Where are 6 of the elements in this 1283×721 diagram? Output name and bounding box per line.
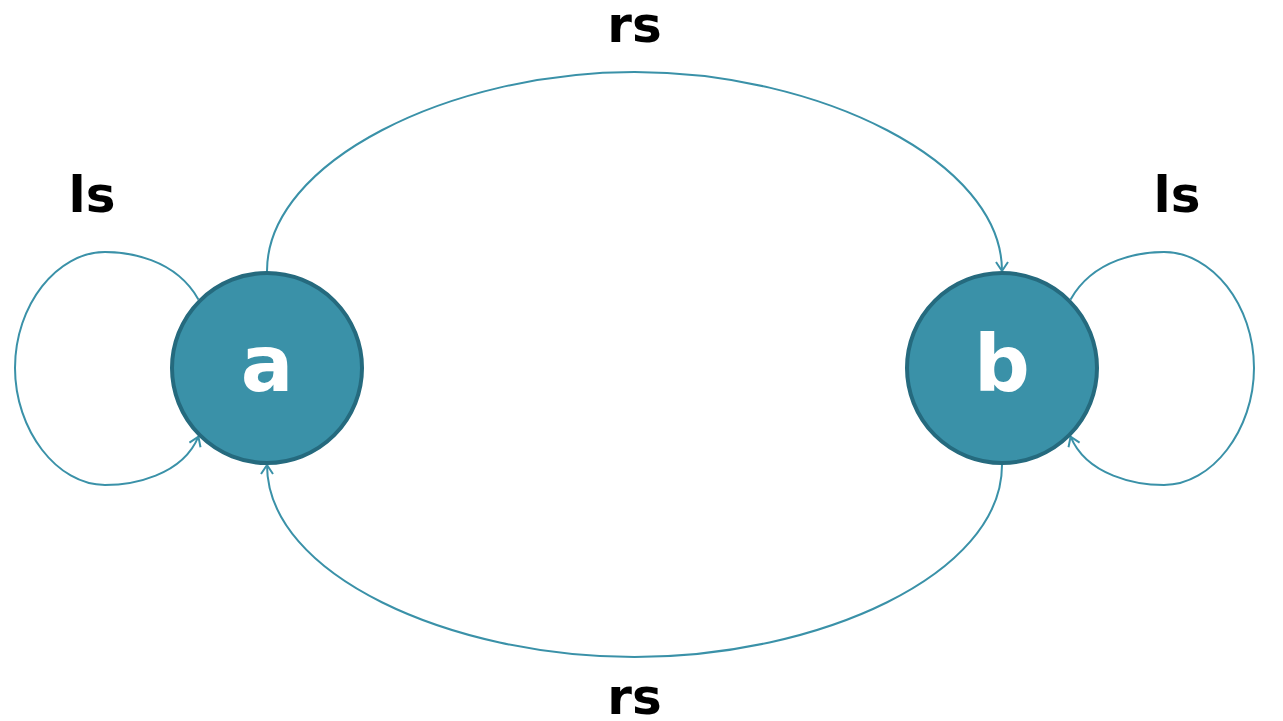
state-label: b	[974, 325, 1030, 403]
transition-arrow	[261, 464, 1003, 658]
transition-arrow	[266, 71, 1008, 272]
self-loop-arrow	[1068, 251, 1255, 486]
state-label: a	[240, 325, 294, 403]
self-loop-arrow	[14, 251, 201, 486]
